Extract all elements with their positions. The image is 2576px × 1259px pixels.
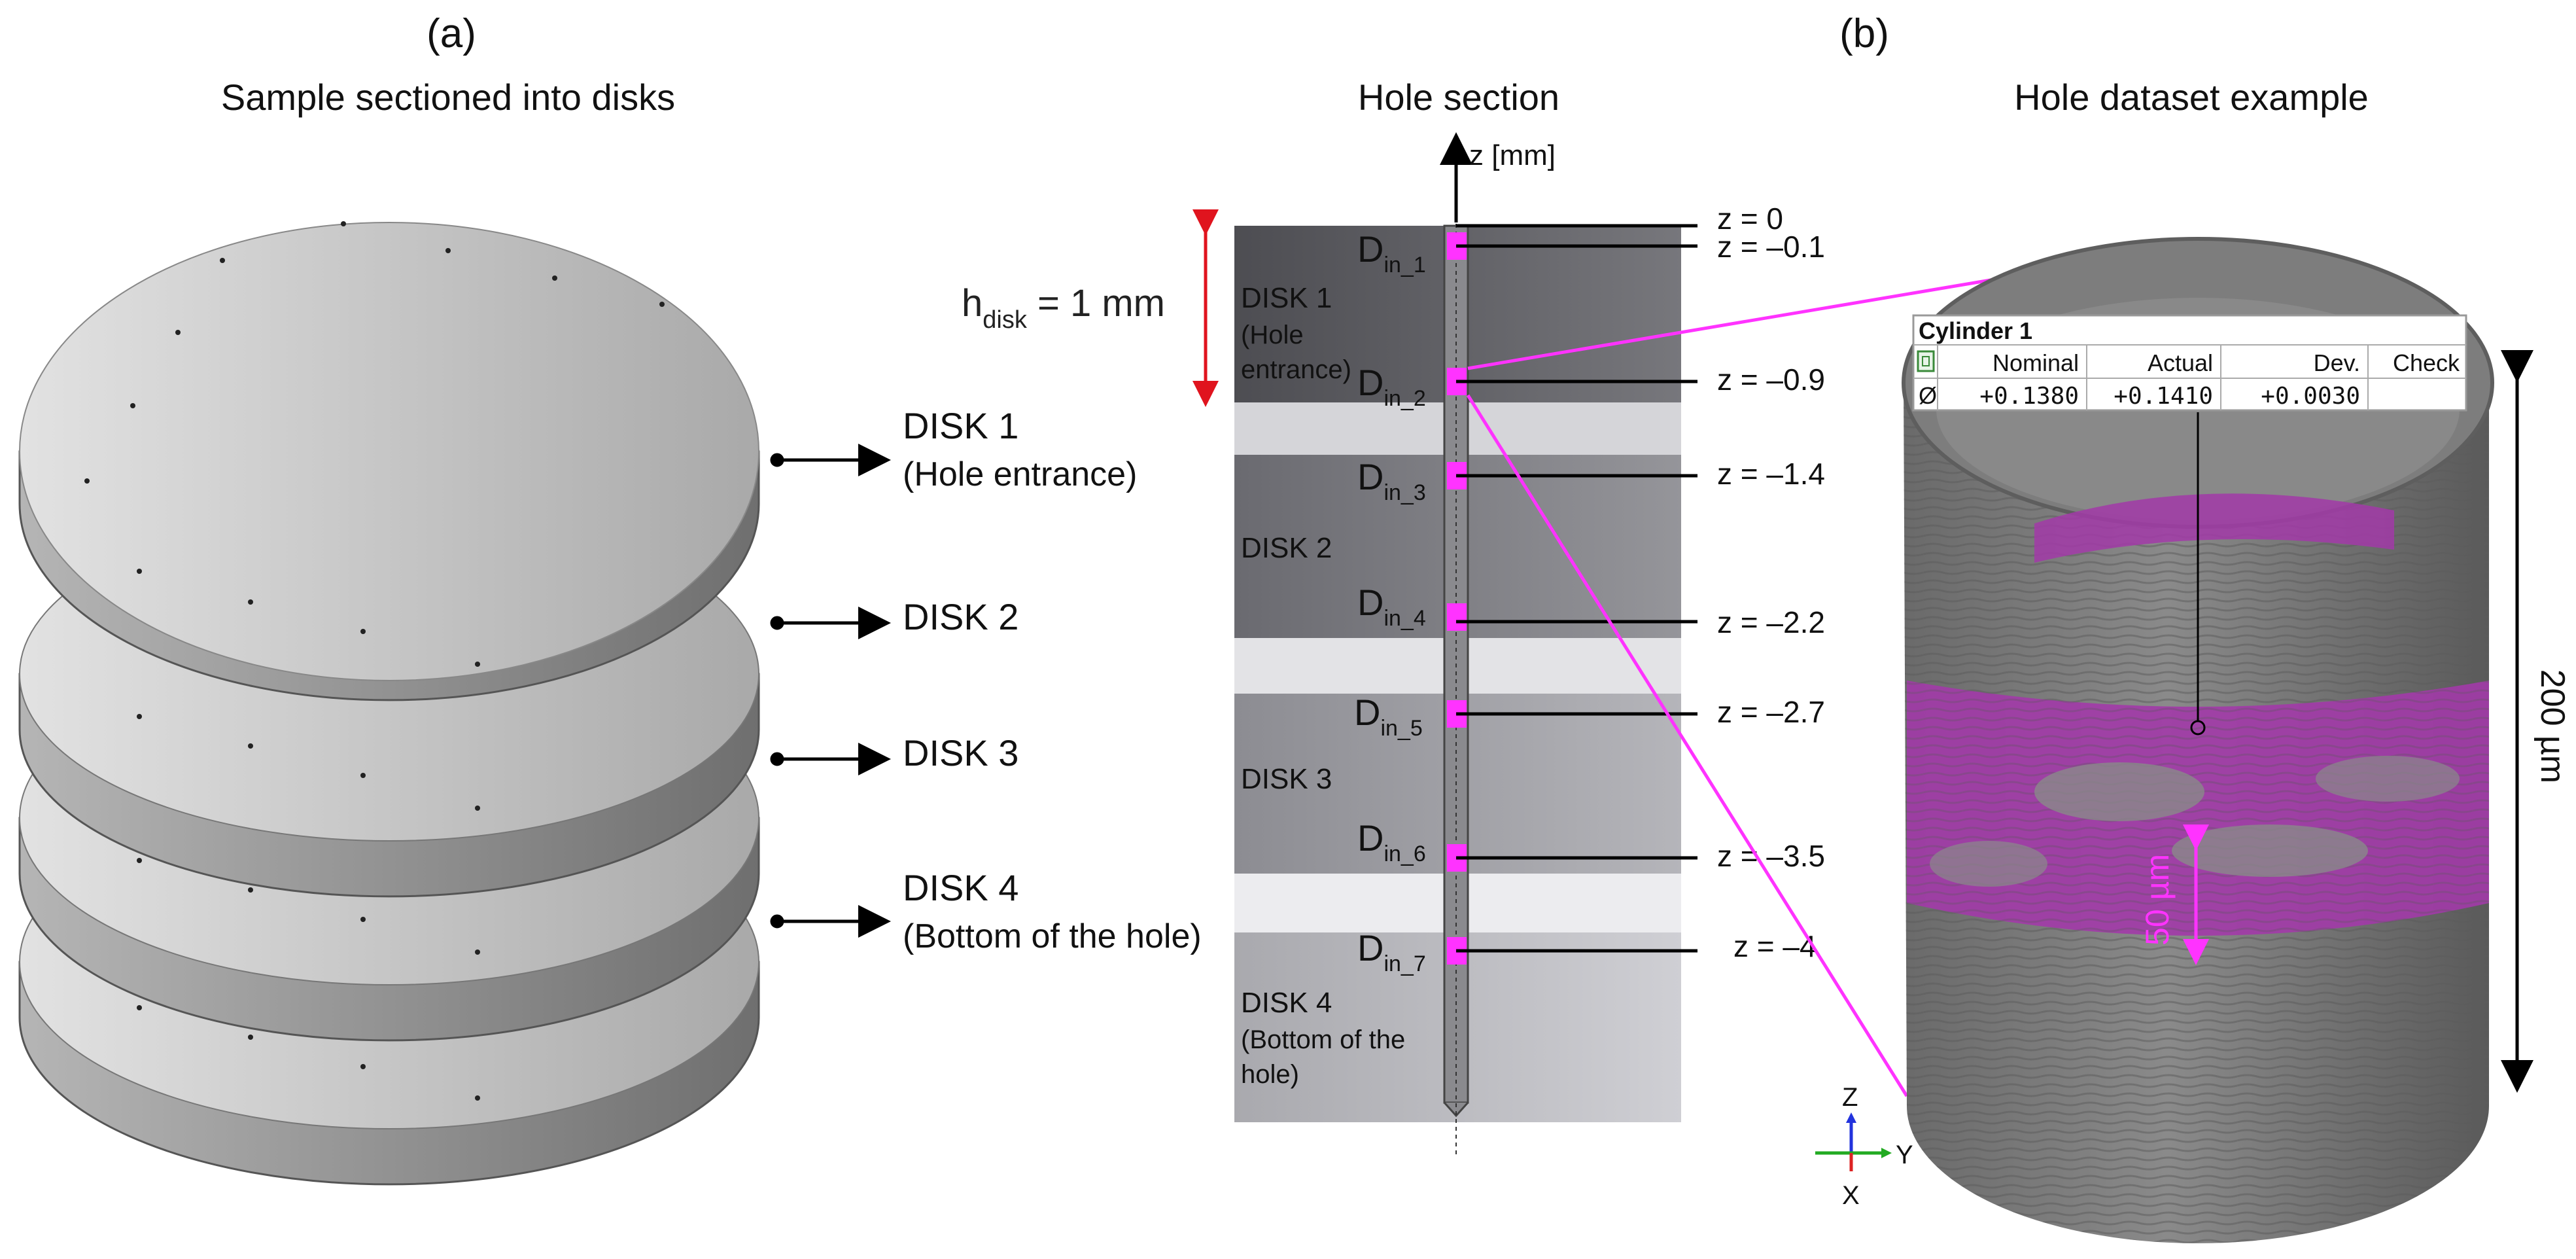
din-1-label: Din_1 bbox=[1357, 228, 1426, 277]
h-disk-label: hdisk = 1 mm bbox=[962, 282, 1165, 334]
axis-z-label: Z bbox=[1842, 1083, 1858, 1112]
din-6-label: Din_6 bbox=[1357, 817, 1426, 866]
section-disk-1-line-2: (Hole bbox=[1241, 321, 1304, 349]
z-label-5: z = –2.7 bbox=[1717, 695, 1825, 729]
disk-1-sub: (Hole entrance) bbox=[903, 455, 1137, 493]
z-label-2: z = –0.9 bbox=[1717, 363, 1825, 397]
band-height-label: 50 µm bbox=[2139, 854, 2176, 946]
z-label-0: z = 0 bbox=[1717, 202, 1783, 236]
panel-a-title: Sample sectioned into disks bbox=[221, 77, 675, 118]
disk-2-label: DISK 2 bbox=[903, 596, 1018, 637]
panel-a-tag: (a) bbox=[426, 11, 476, 56]
din-7-label: Din_7 bbox=[1357, 927, 1426, 976]
disk-4-sub: (Bottom of the hole) bbox=[903, 917, 1202, 955]
disk-3-label: DISK 3 bbox=[903, 732, 1018, 773]
panel-b-title: Hole dataset example bbox=[2014, 77, 2369, 118]
table-row-symbol: Ø bbox=[1919, 382, 1937, 409]
axes-triad: Z Y X bbox=[1815, 1083, 1913, 1210]
table-header-actual: Actual bbox=[2148, 349, 2213, 376]
panel-b-tag: (b) bbox=[1839, 11, 1889, 56]
z-label-6: z = –3.5 bbox=[1717, 839, 1825, 873]
table-value-dev: +0.0030 bbox=[2261, 383, 2360, 410]
table-value-actual: +0.1410 bbox=[2114, 383, 2213, 410]
section-disk-2-line-1: DISK 2 bbox=[1241, 532, 1332, 564]
section-disk-4-line-3: hole) bbox=[1241, 1060, 1299, 1089]
disk-1-label: DISK 1 bbox=[903, 405, 1018, 446]
axis-x-label: X bbox=[1842, 1181, 1860, 1210]
axis-y-label: Y bbox=[1896, 1141, 1913, 1169]
disk-1-solid bbox=[18, 222, 760, 701]
measure-markers bbox=[1447, 224, 1697, 965]
cylinder-height-label: 200 µm bbox=[2533, 669, 2571, 783]
z-axis-label: z [mm] bbox=[1469, 139, 1556, 171]
panel-a: (a) Sample sectioned into disks bbox=[18, 11, 1202, 1186]
z-label-7: z = –4 bbox=[1733, 929, 1817, 963]
hole-dots bbox=[84, 221, 665, 1101]
zoom-connector-bottom bbox=[1466, 394, 1909, 1097]
table-header-check: Check bbox=[2393, 349, 2460, 376]
zoom-connector-top bbox=[1467, 273, 2022, 370]
z-label-3: z = –1.4 bbox=[1717, 457, 1825, 491]
table-value-nominal: +0.1380 bbox=[1979, 383, 2079, 410]
z-label-1: z = –0.1 bbox=[1717, 230, 1825, 264]
cylinder-table: Cylinder 1 Nominal Actual Dev. Check Ø +… bbox=[1912, 314, 2467, 412]
section-disk-4-line-2: (Bottom of the bbox=[1241, 1025, 1405, 1054]
table-title: Cylinder 1 bbox=[1919, 317, 2032, 344]
table-header-dev: Dev. bbox=[2314, 349, 2360, 376]
hole-section: Hole section z [mm] hdisk = 1 mm bbox=[962, 77, 2022, 1155]
section-disk-3-line-1: DISK 3 bbox=[1241, 763, 1332, 795]
table-header-nominal: Nominal bbox=[1993, 349, 2079, 376]
din-3-label: Din_3 bbox=[1357, 456, 1426, 505]
disk-4-label: DISK 4 bbox=[903, 867, 1018, 908]
z-label-4: z = –2.2 bbox=[1717, 605, 1825, 639]
section-disk-1-line-3: entrance) bbox=[1241, 355, 1351, 384]
din-4-label: Din_4 bbox=[1357, 582, 1426, 631]
din-5-label: Din_5 bbox=[1354, 692, 1423, 741]
din-2-label: Din_2 bbox=[1357, 362, 1426, 411]
panel-b: (b) Hole dataset example 50 µm 200 µm bbox=[1815, 11, 2571, 1243]
section-disk-4-line-1: DISK 4 bbox=[1241, 987, 1332, 1019]
disk-label-arrows bbox=[770, 444, 891, 938]
section-disk-1-line-1: DISK 1 bbox=[1241, 282, 1332, 314]
hole-section-title: Hole section bbox=[1358, 77, 1559, 118]
